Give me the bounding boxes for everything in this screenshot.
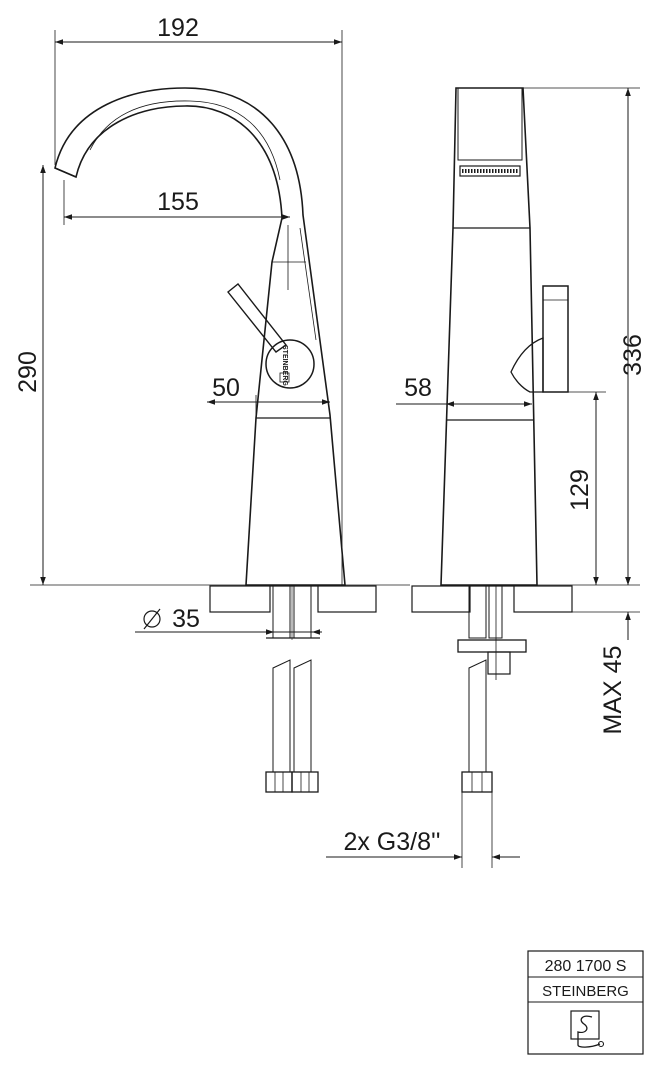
- side-body: [440, 87, 569, 586]
- lever-logo-text: STEINBERG: [281, 345, 288, 386]
- dim-lever-width: 50: [212, 374, 240, 402]
- side-mounting-plate: [411, 585, 573, 613]
- dim-spout-reach: 155: [157, 188, 199, 216]
- side-view: [411, 87, 573, 793]
- dimension-labels: 192 155 290 50 35 58 336 129 MAX 45 2x G…: [14, 14, 647, 856]
- brand-logo-icon: [570, 1010, 605, 1048]
- lever: STEINBERG: [227, 283, 315, 389]
- dimension-lines: [30, 30, 640, 868]
- dim-body-depth: 58: [404, 374, 432, 402]
- dim-connection: 2x G3/8'': [343, 828, 440, 856]
- spout: [54, 87, 346, 586]
- front-mounting-plate: [209, 585, 377, 613]
- front-hoses: [265, 585, 320, 793]
- dim-base-diameter: 35: [172, 605, 200, 633]
- brand-name: STEINBERG: [542, 983, 629, 1000]
- dim-width-total: 192: [157, 14, 199, 42]
- side-hoses: [457, 585, 527, 793]
- title-block: 280 1700 S STEINBERG: [527, 950, 644, 1055]
- article-number: 280 1700 S: [545, 958, 627, 975]
- dim-max-thickness: MAX 45: [599, 646, 627, 735]
- dim-height-total: 336: [619, 334, 647, 376]
- dim-height-left: 290: [14, 351, 42, 393]
- dim-lever-height: 129: [566, 469, 594, 511]
- front-view: STEINBERG: [54, 87, 377, 793]
